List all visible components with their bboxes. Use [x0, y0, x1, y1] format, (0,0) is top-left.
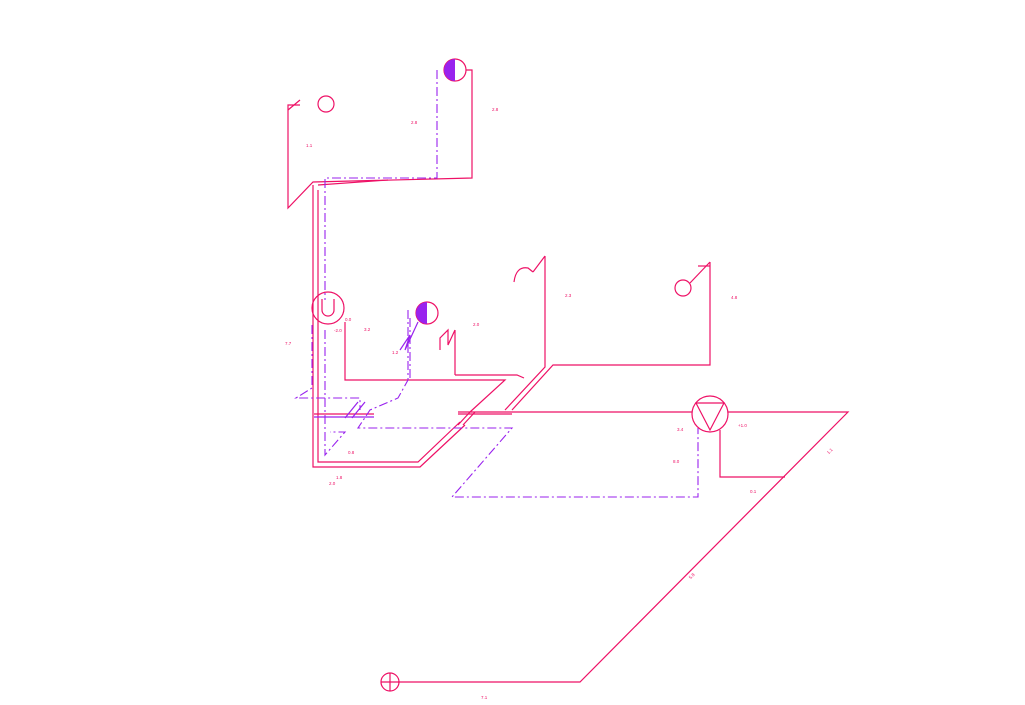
valve-icon — [344, 321, 476, 426]
fixtures — [287, 58, 729, 692]
label-2-8-right: 2.8 — [492, 107, 499, 112]
tap-icon — [674, 261, 711, 297]
pipe-mid-branch-2 — [455, 374, 525, 379]
return-inner — [324, 330, 347, 457]
label-2-0-mid: 2.0 — [473, 322, 480, 327]
return-mid — [356, 310, 699, 498]
boiler-icon — [311, 291, 345, 325]
drain-icon — [380, 672, 400, 692]
return-pipes — [294, 70, 699, 498]
label-2-0-bottom: 2.0 — [329, 481, 336, 486]
label-3-4: 3.4 — [677, 427, 684, 432]
label-1-2: 1.2 — [392, 350, 399, 355]
washbasin-icon — [443, 58, 467, 82]
washbasin-mid-icon — [415, 301, 439, 325]
pump-icon — [691, 395, 729, 433]
pipe-upper-inner — [317, 179, 389, 186]
pipe-shower-riser — [504, 256, 546, 411]
pipe-pump-outlet — [398, 411, 850, 683]
label-plus-1-0: +1.0 — [738, 423, 747, 428]
pipe-upper-left — [287, 69, 473, 210]
label-1-1-top: 1.1 — [306, 143, 313, 148]
label-7-7: 7.7 — [285, 341, 292, 346]
return-top — [324, 70, 438, 300]
pipe-riser-outer — [312, 185, 466, 468]
label-7-1: 7.1 — [481, 695, 488, 700]
label-8-0: 8.0 — [673, 459, 680, 464]
label-2-3: 2.3 — [565, 293, 572, 298]
label-minus-2-0: -2.0 — [334, 328, 342, 333]
label-5-8: 5.8 — [688, 572, 696, 580]
sink-icon — [287, 95, 335, 113]
supply-pipes — [287, 69, 850, 683]
pipe-mid-branch — [344, 322, 507, 413]
return-left — [294, 325, 361, 410]
label-1-1-right: 1.1 — [826, 447, 834, 455]
label-3-2: 3.2 — [364, 327, 371, 332]
pipe-riser-inner — [317, 190, 461, 463]
shower-icon — [513, 255, 546, 283]
pipe-pump-drop — [719, 430, 785, 478]
label-4-8: 4.8 — [731, 295, 738, 300]
label-0-8: 0.8 — [348, 450, 355, 455]
label-0-0: 0.0 — [345, 317, 352, 322]
pipe-right-branch — [511, 262, 711, 411]
dimension-labels: 1.1 2.8 2.8 7.7 0.0 -2.0 3.2 1.2 2.0 2.3… — [285, 107, 834, 700]
label-1-8: 1.8 — [336, 475, 343, 480]
label-2-8-left: 2.8 — [411, 120, 418, 125]
label-0-1: 0.1 — [750, 489, 757, 494]
